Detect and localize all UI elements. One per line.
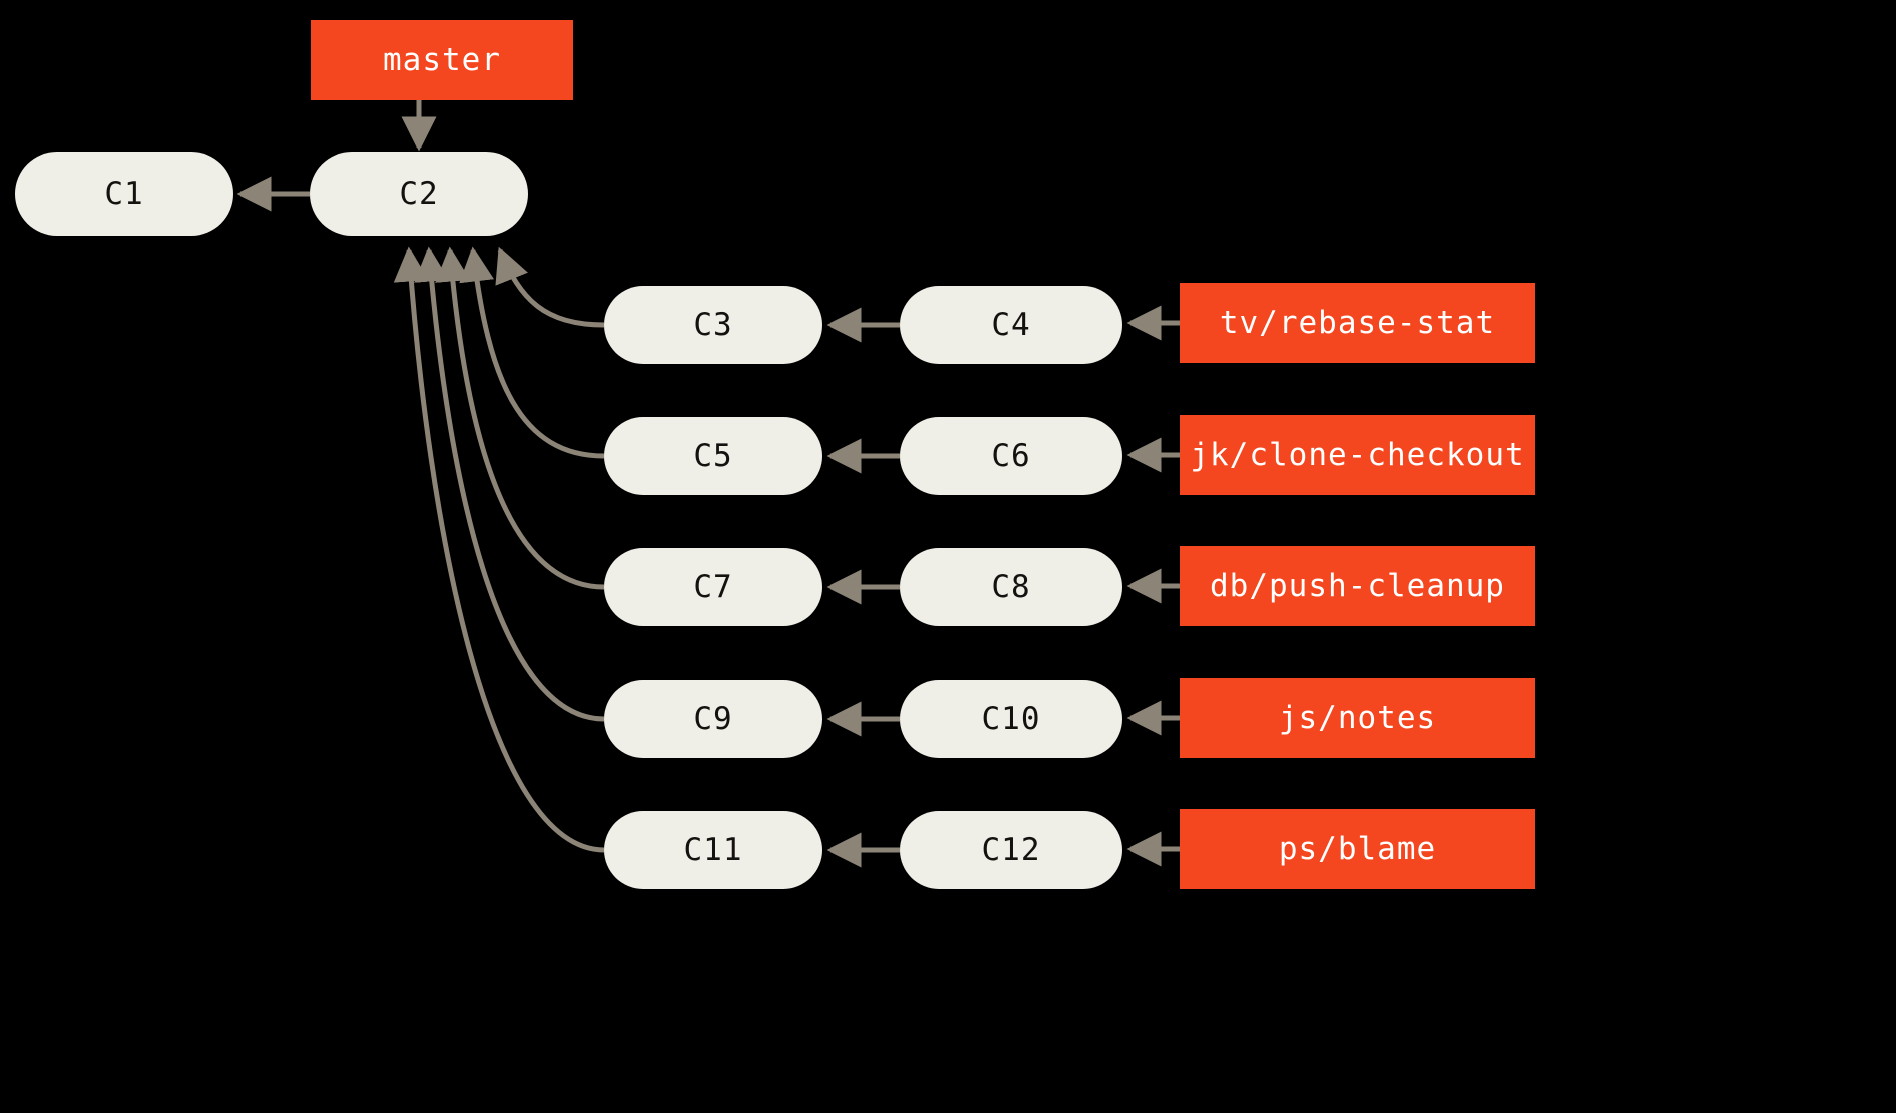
edge-c5-to-c2 bbox=[459, 246, 605, 459]
branch-label-jk-clone-checkout-text: jk/clone-checkout bbox=[1190, 437, 1525, 473]
commit-node-c9-text: C9 bbox=[693, 701, 733, 737]
commit-node-c3-text: C3 bbox=[693, 307, 733, 343]
edge-c3-to-c2 bbox=[495, 246, 605, 328]
branch-label-tv-rebase-stat[interactable]: tv/rebase-stat bbox=[1180, 283, 1535, 363]
commit-node-c7[interactable]: C7 bbox=[604, 548, 822, 626]
commit-node-c2-text: C2 bbox=[399, 176, 439, 212]
commit-node-c8[interactable]: C8 bbox=[900, 548, 1122, 626]
commit-node-c6[interactable]: C6 bbox=[900, 417, 1122, 495]
branch-label-tv-rebase-stat-text: tv/rebase-stat bbox=[1219, 305, 1496, 341]
branch-label-db-push-cleanup-text: db/push-cleanup bbox=[1210, 568, 1505, 604]
branch-label-master[interactable]: master bbox=[311, 20, 573, 100]
commit-node-c1[interactable]: C1 bbox=[15, 152, 233, 236]
branch-label-js-notes-text: js/notes bbox=[1278, 700, 1437, 736]
commit-node-c5[interactable]: C5 bbox=[604, 417, 822, 495]
commit-node-c4-text: C4 bbox=[991, 307, 1031, 343]
commit-node-c11[interactable]: C11 bbox=[604, 811, 822, 889]
commit-node-c9[interactable]: C9 bbox=[604, 680, 822, 758]
commit-node-c10-text: C10 bbox=[981, 701, 1041, 737]
commit-node-c8-text: C8 bbox=[991, 569, 1031, 605]
branch-label-db-push-cleanup[interactable]: db/push-cleanup bbox=[1180, 546, 1535, 626]
commit-node-c1-text: C1 bbox=[104, 176, 144, 212]
edge-c9-to-c2 bbox=[414, 246, 605, 722]
branch-label-ps-blame-text: ps/blame bbox=[1278, 831, 1437, 867]
edge-c11-to-c2 bbox=[393, 246, 605, 853]
commit-node-c12[interactable]: C12 bbox=[900, 811, 1122, 889]
branch-label-master-text: master bbox=[383, 42, 501, 78]
commit-node-c4[interactable]: C4 bbox=[900, 286, 1122, 364]
branch-label-js-notes[interactable]: js/notes bbox=[1180, 678, 1535, 758]
branch-label-jk-clone-checkout[interactable]: jk/clone-checkout bbox=[1180, 415, 1535, 495]
commit-node-c7-text: C7 bbox=[693, 569, 733, 605]
commit-node-c11-text: C11 bbox=[683, 832, 743, 868]
commit-node-c6-text: C6 bbox=[991, 438, 1031, 474]
commit-node-c12-text: C12 bbox=[981, 832, 1041, 868]
commit-node-c10[interactable]: C10 bbox=[900, 680, 1122, 758]
commit-node-c5-text: C5 bbox=[693, 438, 733, 474]
branch-label-ps-blame[interactable]: ps/blame bbox=[1180, 809, 1535, 889]
commit-node-c2[interactable]: C2 bbox=[310, 152, 528, 236]
edge-c7-to-c2 bbox=[435, 246, 605, 590]
commit-node-c3[interactable]: C3 bbox=[604, 286, 822, 364]
